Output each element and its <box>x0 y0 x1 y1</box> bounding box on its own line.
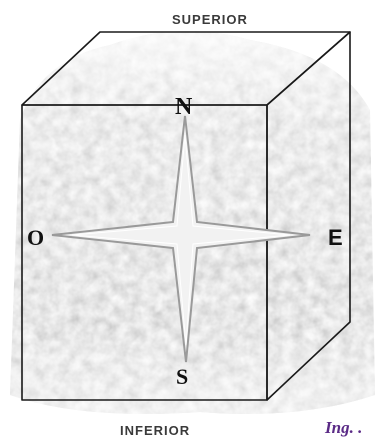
bottom-face-label: INFERIOR <box>120 423 190 438</box>
author-credit: Ing. . <box>325 418 362 438</box>
top-face-label: SUPERIOR <box>172 12 248 27</box>
west-label: O <box>27 227 44 249</box>
south-label: S <box>176 366 188 388</box>
north-label: N <box>175 95 192 119</box>
east-label: E <box>328 227 343 249</box>
